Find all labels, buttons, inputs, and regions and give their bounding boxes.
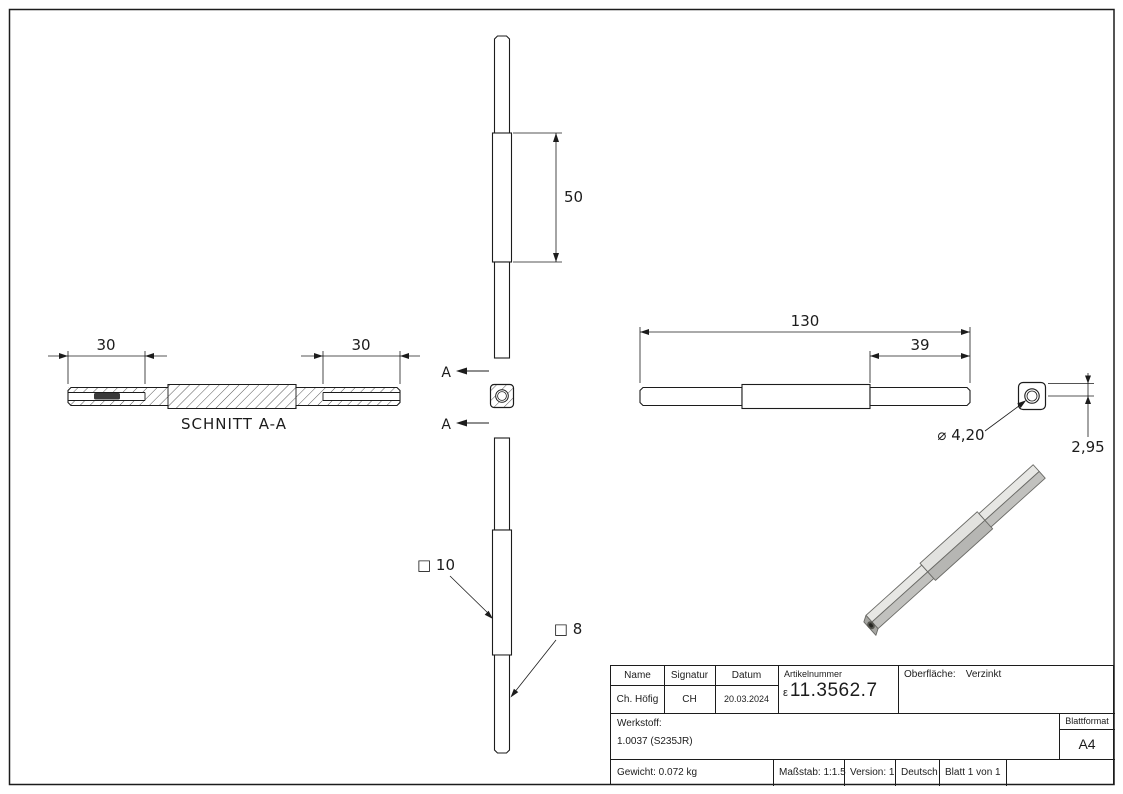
bar-segment-mid-upper <box>493 261 511 359</box>
iso-sleeve-side <box>927 519 994 581</box>
tb-massstab: Maßstab: 1:1.5 <box>779 767 846 778</box>
bar-sleeve <box>741 383 871 410</box>
tb-header-name: Name <box>624 670 651 681</box>
side-view: 130 39 <box>639 312 971 410</box>
dim-wall: 2,95 <box>1048 373 1105 456</box>
tb-value-name: Ch. Höfig <box>616 693 659 705</box>
bar-segment-mid-lower <box>493 437 511 531</box>
iso-bar2-top <box>978 464 1040 521</box>
tb-value-signatur: CH <box>682 693 697 705</box>
tb-value-datum: 20.03.2024 <box>723 694 770 704</box>
section-hatching <box>68 384 400 409</box>
tb-artikelnummer-prefix: ε <box>783 687 788 699</box>
dim-30-right: 30 <box>301 336 420 384</box>
tb-header-signatur: Signatur <box>670 670 709 681</box>
label-square10: □ 10 <box>417 556 493 619</box>
tb-blattformat-value: A4 <box>1078 736 1096 752</box>
iso-view <box>863 464 1046 636</box>
tb-blatt: Blatt 1 von 1 <box>945 767 1001 778</box>
dim-39: 39 <box>869 336 970 383</box>
section-view: 30 30 SCHNITT A-A <box>48 336 420 433</box>
tb-header-datum: Datum <box>731 670 762 681</box>
cut-label-bottom: A <box>441 417 451 433</box>
label-square8: □ 8 <box>510 620 582 698</box>
tb-oberflaeche-value: Verzinkt <box>965 669 1002 680</box>
bar-right-section <box>869 386 971 407</box>
front-view: 50 A A □ 10 □ 8 <box>417 35 583 754</box>
dim-30-left: 30 <box>48 336 167 384</box>
tb-version: Version: 1 <box>850 767 895 778</box>
cutting-plane-marks: A A <box>441 365 489 433</box>
bar-sleeve-upper <box>491 132 513 263</box>
tb-artikelnummer-value: 11.3562.7 <box>789 680 878 701</box>
tb-gewicht: Gewicht: 0.072 kg <box>617 767 698 778</box>
tb-oberflaeche: Oberfläche: Verzinkt <box>898 666 1121 685</box>
dim-130: 130 <box>639 312 971 383</box>
iso-bar-side <box>871 571 935 630</box>
tb-oberflaeche-label: Oberfläche: <box>904 669 956 680</box>
dim-text-hole-dia: ⌀ 4,20 <box>937 426 984 444</box>
cut-arrow-bottom-icon <box>456 419 467 427</box>
label-text-square10: □ 10 <box>417 556 455 574</box>
dim-hole-dia: ⌀ 4,20 <box>937 400 1027 444</box>
cut-label-top: A <box>441 365 451 381</box>
tb-werkstoff-label: Werkstoff: <box>617 717 662 729</box>
tb-werkstoff-value: 1.0037 (S235JR) <box>617 735 693 747</box>
inline-cross-section <box>489 383 515 409</box>
dim-text-wall: 2,95 <box>1071 438 1104 456</box>
section-view-label: SCHNITT A-A <box>181 415 287 433</box>
tb-artikelnummer: ε 11.3562.7 <box>783 680 878 702</box>
tb-blattformat-label: Blattformat <box>1065 716 1109 726</box>
iso-bar2-side <box>984 470 1046 528</box>
dim-text-30-left: 30 <box>96 336 115 354</box>
stamp-mark <box>94 393 120 400</box>
label-text-square8: □ 8 <box>554 620 582 638</box>
title-block: Name Signatur Datum Ch. Höfig CH 20.03.2… <box>610 665 1115 786</box>
dim-text-50: 50 <box>564 188 583 206</box>
bar-segment-bottom <box>493 654 511 754</box>
bar-left-section <box>639 386 743 407</box>
iso-bar-top <box>865 564 929 623</box>
bar-sleeve-lower <box>491 529 513 656</box>
dim-50: 50 <box>513 132 583 263</box>
dim-text-39: 39 <box>910 336 929 354</box>
end-view: ⌀ 4,20 2,95 <box>937 373 1105 456</box>
section-outline <box>67 383 401 410</box>
dim-text-130: 130 <box>791 312 820 330</box>
tb-sprache: Deutsch <box>901 767 938 778</box>
tb-artikelnummer-label: Artikelnummer <box>784 669 843 679</box>
drawing-frame <box>8 8 1115 786</box>
cut-arrow-top-icon <box>456 367 467 375</box>
bar-segment-top <box>493 35 511 134</box>
dim-text-30-right: 30 <box>351 336 370 354</box>
